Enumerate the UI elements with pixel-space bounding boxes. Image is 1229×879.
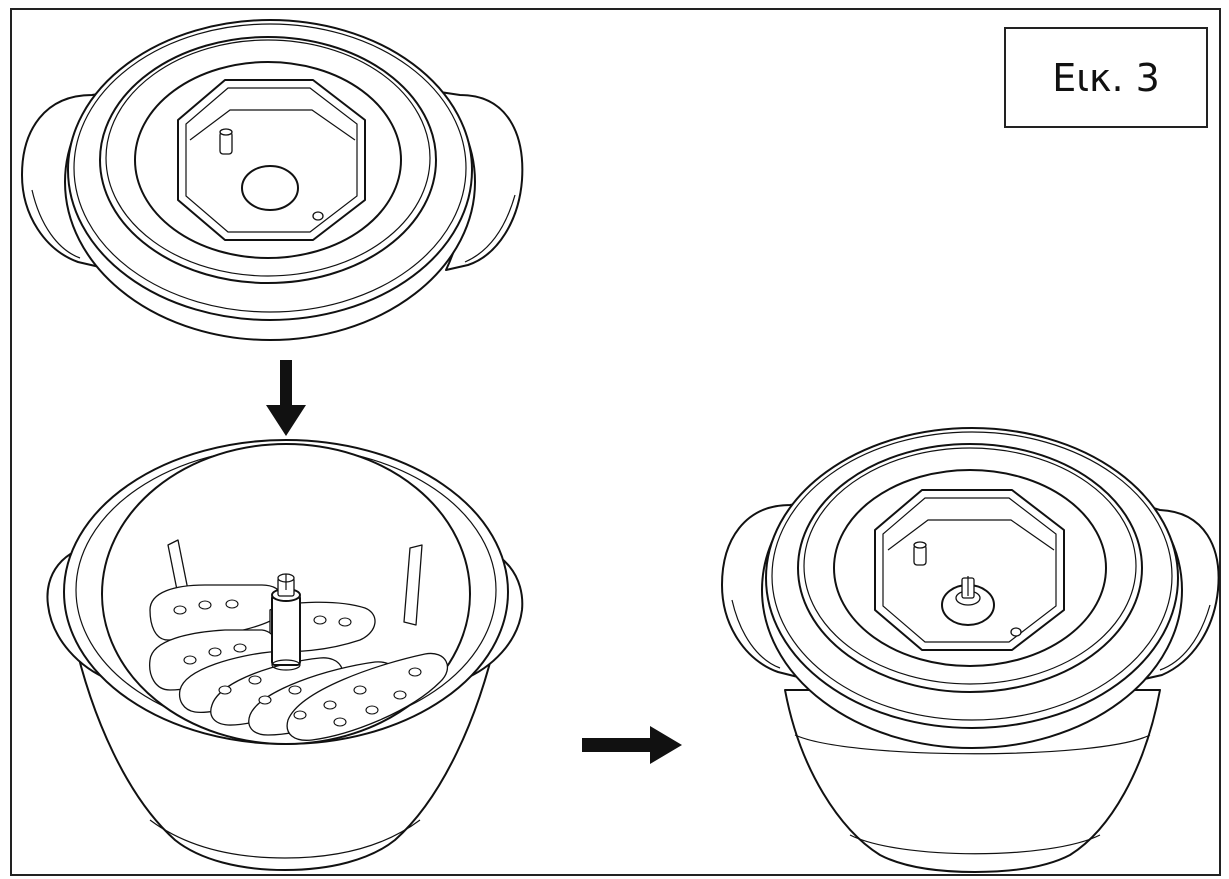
blade-assembly: [149, 539, 449, 741]
assembled-illustration: [721, 427, 1220, 873]
lid-illustration: [21, 19, 524, 341]
arrow-right-icon: [582, 726, 682, 764]
bowl-blade-illustration: [46, 439, 524, 871]
figure-label: Εικ. 3: [1052, 55, 1160, 100]
figure-label-box: Εικ. 3: [1004, 27, 1208, 128]
arrow-down-icon: [266, 360, 306, 436]
